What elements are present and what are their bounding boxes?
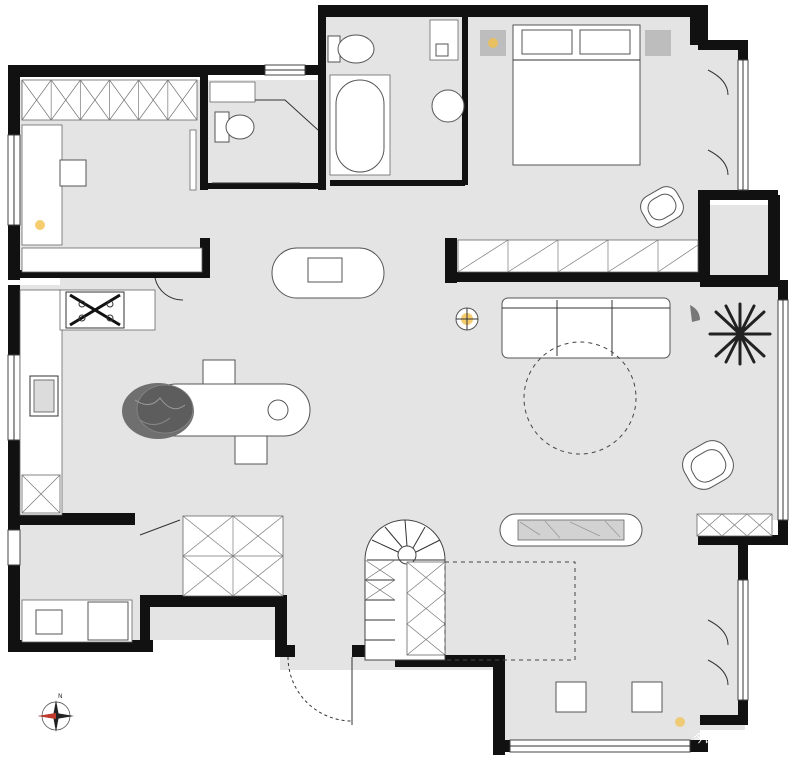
dryer-icon — [87, 601, 129, 641]
dining-chair-top — [202, 359, 236, 389]
washer-icon — [35, 609, 63, 635]
wc-counter — [209, 81, 256, 103]
study-side-shelf — [189, 129, 197, 191]
plant-icon — [690, 302, 772, 366]
sink-icon — [431, 89, 465, 123]
dining-area — [122, 359, 311, 465]
island-console — [271, 247, 385, 299]
kitchen — [19, 289, 156, 516]
tv-console — [499, 513, 643, 547]
watermark-text: 今日家 — [693, 731, 726, 745]
stove-icon — [65, 291, 125, 329]
cabinet-door-line — [109, 79, 139, 121]
pillow-left — [521, 29, 573, 55]
lower-storage-cabinet — [406, 561, 446, 656]
doors — [139, 69, 729, 725]
toilet-icon-master — [337, 34, 375, 64]
ceiling-lamp-icon — [455, 307, 479, 331]
wc-room — [209, 81, 319, 184]
floor-bottom-bay — [500, 660, 700, 740]
windows — [7, 59, 789, 753]
study-chair — [59, 159, 87, 187]
lamp-icon — [35, 220, 45, 230]
sofa-icon — [501, 297, 671, 359]
storage-cabinets — [182, 515, 284, 597]
marble-round-table — [122, 383, 194, 439]
bathtub-icon — [335, 79, 385, 173]
floor-closet-e — [710, 205, 775, 280]
cabinet-door-line — [50, 79, 81, 121]
pillow-right — [579, 29, 631, 55]
toilet-icon — [225, 114, 255, 140]
shower-tray — [435, 43, 449, 57]
study-room — [21, 79, 203, 273]
lamp-icon-left — [488, 38, 498, 48]
bottom-bay — [555, 681, 685, 727]
nightstand-right — [645, 30, 671, 56]
sink-icon-kitchen — [29, 375, 59, 417]
bay-chair-left — [555, 681, 587, 713]
cabinet-door-line — [138, 79, 169, 121]
rug-outline-lower — [444, 561, 576, 661]
cabinet-door-line — [167, 79, 198, 121]
master-bath — [327, 19, 465, 176]
armchair-icon-living — [682, 440, 734, 490]
compass-north-label: N — [58, 693, 63, 700]
lamp-icon-bay — [675, 717, 685, 727]
living-room — [499, 297, 773, 547]
corridor-wardrobe — [457, 239, 699, 273]
bay-chair-right — [631, 681, 663, 713]
rug-outline — [523, 341, 637, 455]
compass-icon: N — [38, 693, 74, 732]
master-bedroom — [480, 24, 684, 228]
balcony-east-cabinet — [696, 513, 773, 537]
cabinet-door-line — [80, 79, 110, 121]
armchair-icon-master — [640, 186, 684, 228]
dining-chair-bottom — [234, 431, 268, 465]
kitchen-tall-cabinet — [21, 474, 61, 514]
table-light-icon — [267, 399, 289, 421]
study-bottom-cabinet — [21, 247, 203, 273]
cabinet-door-line — [21, 79, 52, 121]
laundry-storage — [21, 515, 284, 643]
